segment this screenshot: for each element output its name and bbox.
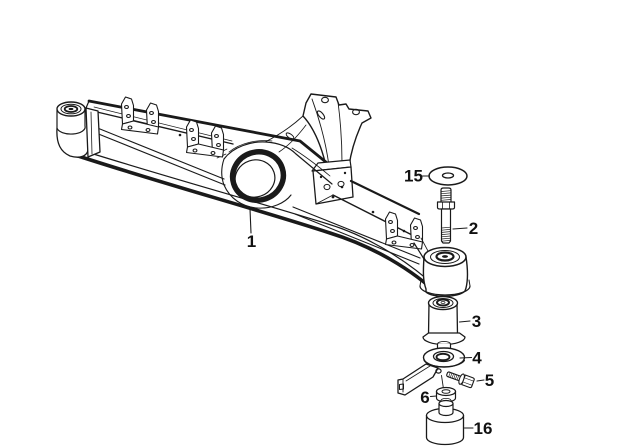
callout-4: 4 <box>472 349 482 368</box>
differential-mount-plate <box>302 93 372 171</box>
callout-16: 16 <box>474 419 493 438</box>
right-end-bushing-housing <box>413 237 471 298</box>
callout-6: 6 <box>420 388 429 407</box>
mounting-bracket-left <box>120 96 160 135</box>
hex-bolt-part-5 <box>446 371 475 389</box>
callout-5: 5 <box>485 371 494 390</box>
rubber-mount-part-3 <box>422 295 466 356</box>
left-end-mount <box>56 100 101 158</box>
beam-top-back-edge <box>87 99 334 169</box>
callout-2: 2 <box>469 219 478 238</box>
support-bracket-part-4 <box>397 347 466 396</box>
rubber-buffer-part-16 <box>425 399 465 446</box>
callout-1: 1 <box>247 232 256 251</box>
washer-part-15 <box>428 166 468 186</box>
callout-leader-lines <box>249 175 485 429</box>
callout-labels: 1 2 3 4 5 6 15 16 <box>247 167 494 439</box>
callout-15: 15 <box>404 167 423 186</box>
callout-3: 3 <box>472 312 481 331</box>
axle-carrier-beam <box>64 106 443 299</box>
hex-bolt-part-2 <box>436 187 456 244</box>
differential-opening <box>221 140 333 209</box>
